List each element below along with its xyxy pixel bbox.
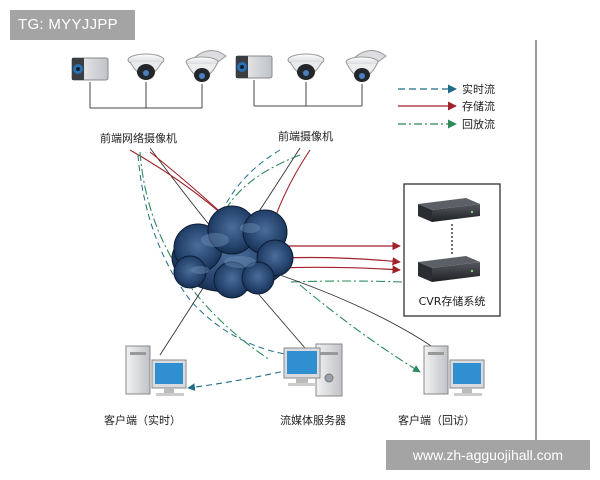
client-link-line — [159, 284, 206, 356]
camera-group-1-wiring — [89, 82, 203, 109]
media-server-label: 流媒体服务器 — [280, 413, 346, 427]
client-link-line — [279, 274, 441, 353]
cvr-storage-system: CVR存储系统 — [403, 183, 501, 317]
front-camera-group-1-label: 前端网络摄像机 — [100, 131, 177, 145]
playback-flow-line — [289, 280, 403, 283]
legend-realtime-label: 实时流 — [462, 82, 495, 96]
storage-arrow-to-cvr — [277, 265, 401, 274]
client-computer-icon — [125, 345, 187, 396]
server-link-line — [254, 289, 306, 349]
media-server-icon — [283, 343, 343, 397]
ptz-camera-icon — [345, 50, 387, 82]
playback-arrow-to-client — [299, 284, 421, 373]
client-computer-icon — [423, 345, 485, 396]
client-realtime-label: 客户端（实时） — [104, 413, 181, 427]
legend-storage-label: 存储流 — [462, 99, 495, 113]
legend-playback-label: 回放流 — [462, 117, 495, 131]
dome-camera-icon — [287, 53, 325, 80]
ptz-camera-icon — [185, 50, 227, 82]
legend: 实时流 存储流 回放流 — [398, 82, 495, 131]
camera-uplink-line — [149, 147, 216, 233]
front-camera-group-2-label: 前端摄像机 — [278, 129, 333, 143]
cvr-system-label: CVR存储系统 — [419, 294, 486, 308]
storage-server-icon — [418, 256, 480, 282]
camera-group-2-wiring — [253, 80, 363, 107]
telegram-tag: TG: MYYJJPP — [10, 10, 135, 40]
realtime-flow-line — [137, 154, 291, 356]
storage-arrow-to-cvr — [279, 256, 401, 266]
website-watermark: www.zh-agguojihall.com — [386, 440, 590, 470]
client-playback-label: 客户端（回访） — [398, 413, 475, 427]
box-camera-icon — [71, 57, 109, 81]
storage-server-icon — [418, 198, 480, 222]
network-cloud-icon — [171, 205, 294, 299]
dome-camera-icon — [127, 53, 165, 80]
box-camera-icon — [235, 55, 273, 79]
